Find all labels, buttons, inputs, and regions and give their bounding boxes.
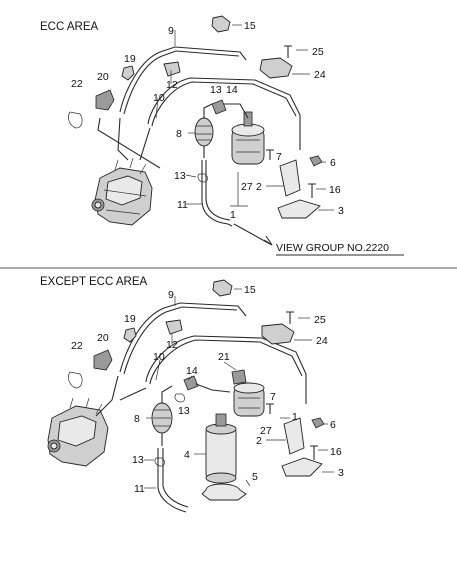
bracket-5 bbox=[201, 483, 247, 501]
label-16: 16 bbox=[329, 184, 341, 196]
clamp-13 bbox=[197, 173, 208, 183]
label-1-lower: 1 bbox=[292, 411, 298, 423]
bracket-3 bbox=[277, 199, 321, 219]
label-25-lower: 25 bbox=[314, 314, 326, 326]
bolt-16 bbox=[308, 183, 316, 198]
bolt-16-lower bbox=[310, 445, 318, 460]
fuel-pipe-9-lower bbox=[119, 302, 247, 373]
clip-15-lower bbox=[212, 279, 233, 297]
label-3-lower: 3 bbox=[338, 467, 344, 479]
bracket-20-lower bbox=[93, 349, 113, 371]
connector-24-lower bbox=[261, 323, 295, 345]
hand-primer-8 bbox=[194, 103, 214, 158]
label-27: 27 bbox=[241, 181, 253, 193]
label-15-lower: 15 bbox=[244, 284, 256, 296]
bolt-7-lower bbox=[266, 403, 274, 414]
label-22: 22 bbox=[71, 78, 83, 90]
label-2-lower: 2 bbox=[256, 435, 262, 447]
clip-12-lower bbox=[165, 319, 183, 335]
clip-12 bbox=[163, 61, 181, 77]
label-6-lower: 6 bbox=[330, 419, 336, 431]
fuel-filter-head bbox=[233, 382, 265, 417]
fuel-pipe-10 bbox=[147, 77, 301, 150]
label-25: 25 bbox=[312, 46, 324, 58]
label-5: 5 bbox=[252, 471, 258, 483]
clamp-22-lower bbox=[68, 371, 83, 389]
fuel-pipe-9 bbox=[119, 46, 247, 113]
label-13: 13 bbox=[174, 170, 186, 182]
nut-6 bbox=[309, 155, 323, 167]
nut-6-lower bbox=[311, 417, 325, 429]
label-19: 19 bbox=[124, 53, 136, 65]
label-9-lower: 9 bbox=[168, 289, 174, 301]
injection-pump-lower bbox=[47, 397, 109, 467]
reference-view-group: VIEW GROUP NO.2220 bbox=[276, 242, 389, 254]
label-13-upper-lower: 13 bbox=[178, 405, 190, 417]
bracket-20 bbox=[95, 89, 115, 111]
bolt-25 bbox=[284, 45, 292, 58]
clamp-13-upper-lower bbox=[174, 393, 185, 403]
clip-15 bbox=[211, 15, 231, 33]
label-16-lower: 16 bbox=[330, 446, 342, 458]
label-6: 6 bbox=[330, 157, 336, 169]
section-title-ecc-area: ECC AREA bbox=[40, 21, 98, 33]
label-10-lower: 10 bbox=[153, 351, 165, 363]
bolt-25-lower bbox=[286, 311, 294, 324]
label-22-lower: 22 bbox=[71, 340, 83, 352]
bracket-3-lower bbox=[281, 457, 323, 477]
fuel-hose-11 bbox=[201, 160, 233, 227]
label-3: 3 bbox=[338, 205, 344, 217]
elbow-14 bbox=[211, 99, 227, 115]
label-13-upper: 13 bbox=[210, 84, 222, 96]
label-27-lower: 27 bbox=[260, 425, 272, 437]
ecc-area-section: ECC AREA bbox=[40, 15, 404, 256]
label-24: 24 bbox=[314, 69, 326, 81]
label-24-lower: 24 bbox=[316, 335, 328, 347]
fuel-pipe-10-lower bbox=[145, 335, 307, 404]
label-7-lower: 7 bbox=[270, 391, 276, 403]
label-12: 12 bbox=[166, 79, 178, 91]
section-title-except-ecc-area: EXCEPT ECC AREA bbox=[40, 276, 147, 288]
label-9: 9 bbox=[168, 25, 174, 37]
label-19-lower: 19 bbox=[124, 313, 136, 325]
label-11-lower: 11 bbox=[134, 483, 145, 495]
label-1: 1 bbox=[230, 209, 236, 221]
connector-24 bbox=[259, 57, 293, 79]
filter-cartridge-4 bbox=[205, 413, 237, 484]
label-11: 11 bbox=[177, 199, 188, 211]
elbow-14-lower bbox=[183, 375, 199, 391]
label-20: 20 bbox=[97, 71, 109, 83]
bolt-7 bbox=[266, 149, 274, 160]
clip-19-lower bbox=[123, 327, 137, 343]
label-14: 14 bbox=[226, 84, 238, 96]
hand-primer-8-lower bbox=[151, 385, 173, 446]
label-2: 2 bbox=[256, 181, 262, 193]
label-21: 21 bbox=[218, 351, 230, 363]
label-13-lower: 13 bbox=[132, 454, 144, 466]
label-14-lower: 14 bbox=[186, 365, 198, 377]
clip-19 bbox=[121, 65, 135, 81]
fuel-filter-assembly bbox=[222, 103, 265, 165]
label-15: 15 bbox=[244, 20, 256, 32]
clamp-22 bbox=[68, 111, 83, 129]
except-ecc-area-section: EXCEPT ECC AREA bbox=[40, 276, 344, 513]
clamp-13-lower bbox=[154, 457, 165, 467]
fuel-hose-11-lower bbox=[157, 448, 187, 513]
label-20-lower: 20 bbox=[97, 332, 109, 344]
label-10: 10 bbox=[153, 92, 165, 104]
injection-pump bbox=[91, 157, 153, 226]
fitting-21 bbox=[231, 369, 247, 385]
label-7: 7 bbox=[276, 151, 282, 163]
label-12-lower: 12 bbox=[166, 339, 178, 351]
label-8-lower: 8 bbox=[134, 413, 140, 425]
bracket-2-lower bbox=[283, 417, 305, 455]
bracket-2 bbox=[279, 159, 301, 197]
label-8: 8 bbox=[176, 128, 182, 140]
label-4: 4 bbox=[184, 449, 190, 461]
